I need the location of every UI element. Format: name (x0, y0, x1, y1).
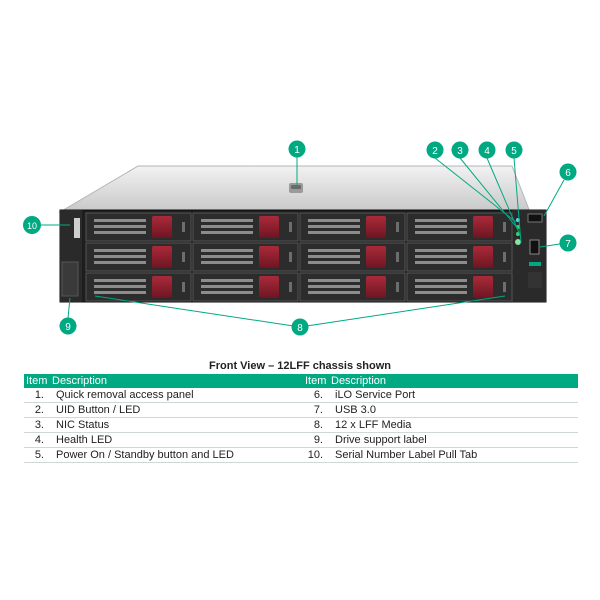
svg-text:1: 1 (294, 145, 300, 156)
drive-latch[interactable] (473, 276, 493, 298)
lff-drive-bay (299, 212, 406, 242)
svg-text:10: 10 (27, 221, 37, 231)
table-row: 1. Quick removal access panel 6. iLO Ser… (24, 388, 578, 403)
svg-text:2: 2 (432, 146, 438, 157)
callout-4: 4 (478, 141, 496, 159)
lff-drive-bay (192, 242, 299, 272)
table-header-row: Item Description Item Description (24, 374, 578, 388)
drive-led (503, 222, 506, 232)
power-button-led (515, 239, 521, 245)
drive-led (182, 222, 185, 232)
drive-led (396, 282, 399, 292)
callout-3: 3 (451, 141, 469, 159)
callout-2: 2 (426, 141, 444, 159)
svg-text:3: 3 (457, 146, 463, 157)
lff-drive-bay (85, 242, 192, 272)
drive-led (289, 252, 292, 262)
drive-latch[interactable] (152, 276, 172, 298)
callout-5: 5 (505, 141, 523, 159)
hpe-logo-badge (529, 262, 541, 266)
item-number: 2. (24, 402, 50, 418)
drive-latch[interactable] (152, 216, 172, 238)
item-description: Power On / Standby button and LED (50, 447, 303, 463)
server-front-diagram: 1 2 3 4 5 6 7 8 9 10 (23, 140, 577, 336)
svg-text:4: 4 (484, 146, 490, 157)
drive-led (289, 222, 292, 232)
drive-latch[interactable] (259, 216, 279, 238)
item-description: UID Button / LED (50, 402, 303, 418)
table-row: 2. UID Button / LED 7. USB 3.0 (24, 402, 578, 418)
drive-latch[interactable] (366, 216, 386, 238)
drive-latch[interactable] (259, 246, 279, 268)
item-description: Quick removal access panel (50, 388, 303, 403)
drive-latch[interactable] (366, 276, 386, 298)
callout-9: 9 (59, 317, 77, 335)
drive-latch[interactable] (366, 246, 386, 268)
item-description: Drive support label (329, 432, 578, 448)
callout-6: 6 (559, 163, 577, 181)
callout-8: 8 (291, 318, 309, 336)
usb-port (529, 239, 540, 255)
header-item: Item (24, 374, 50, 388)
lff-drive-bay (406, 212, 513, 242)
table-row: 5. Power On / Standby button and LED 10.… (24, 447, 578, 463)
lff-drive-bays (85, 212, 513, 302)
item-number: 10. (303, 447, 329, 463)
drive-latch[interactable] (473, 216, 493, 238)
lff-drive-bay (299, 272, 406, 302)
drive-led (289, 282, 292, 292)
item-description: 12 x LFF Media (329, 417, 578, 433)
lff-drive-bay (406, 242, 513, 272)
header-item: Item (303, 374, 329, 388)
lff-drive-bay (406, 272, 513, 302)
table-row: 4. Health LED 9. Drive support label (24, 432, 578, 448)
drive-latch[interactable] (152, 246, 172, 268)
serial-label-pull-tab (74, 218, 80, 238)
item-description: USB 3.0 (329, 402, 578, 418)
drive-led (182, 282, 185, 292)
table-row: 3. NIC Status 8. 12 x LFF Media (24, 417, 578, 433)
svg-text:9: 9 (65, 322, 71, 333)
lff-drive-bay (192, 212, 299, 242)
item-number: 3. (24, 417, 50, 433)
component-table: Item Description Item Description 1. Qui… (24, 374, 578, 463)
item-number: 5. (24, 447, 50, 463)
drive-latch[interactable] (259, 276, 279, 298)
item-description: Serial Number Label Pull Tab (329, 447, 578, 463)
svg-text:6: 6 (565, 168, 571, 179)
svg-text:8: 8 (297, 323, 303, 334)
callout-1: 1 (288, 140, 306, 158)
drive-led (396, 252, 399, 262)
item-number: 9. (303, 432, 329, 448)
item-number: 7. (303, 402, 329, 418)
callout-7: 7 (559, 234, 577, 252)
item-description: iLO Service Port (329, 388, 578, 403)
lff-drive-bay (85, 272, 192, 302)
drive-led (396, 222, 399, 232)
callout-10: 10 (23, 216, 41, 234)
header-description: Description (50, 374, 303, 388)
item-number: 6. (303, 388, 329, 403)
item-description: NIC Status (50, 417, 303, 433)
svg-text:5: 5 (511, 146, 517, 157)
lff-drive-bay (299, 242, 406, 272)
diagram-caption: Front View – 12LFF chassis shown (209, 360, 391, 372)
item-description: Health LED (50, 432, 303, 448)
drive-led (503, 282, 506, 292)
drive-led (182, 252, 185, 262)
drive-support-label (61, 261, 79, 297)
drive-latch[interactable] (473, 246, 493, 268)
drive-led (503, 252, 506, 262)
item-number: 1. (24, 388, 50, 403)
right-rack-ear (512, 210, 546, 302)
svg-text:7: 7 (565, 239, 571, 250)
item-number: 4. (24, 432, 50, 448)
header-description: Description (329, 374, 578, 388)
lff-drive-bay (85, 212, 192, 242)
ilo-service-port (527, 213, 543, 223)
lff-drive-bay (192, 272, 299, 302)
item-number: 8. (303, 417, 329, 433)
